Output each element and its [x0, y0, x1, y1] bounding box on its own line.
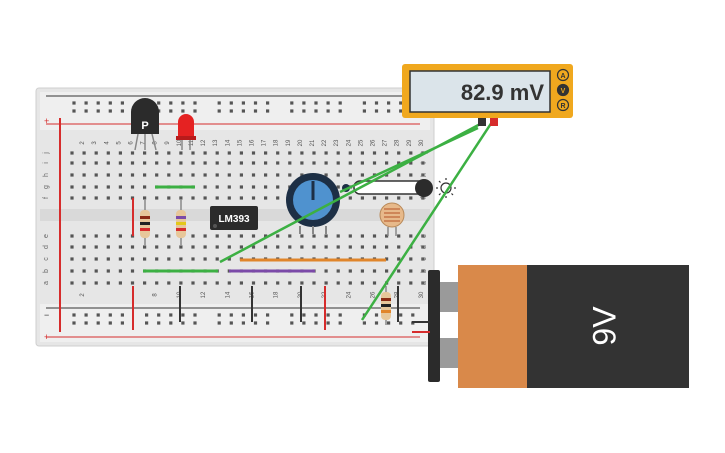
- multimeter[interactable]: 82.9 mV A V R: [402, 64, 573, 126]
- column-label-top: 30: [419, 139, 425, 146]
- column-label-top: 29: [407, 139, 413, 146]
- column-label-bottom: 30: [419, 291, 425, 298]
- resistor-2[interactable]: [176, 200, 186, 245]
- pnp-transistor[interactable]: P: [131, 98, 159, 151]
- meter-mode-a-button[interactable]: A: [556, 68, 570, 82]
- row-label: b: [43, 269, 50, 273]
- potentiometer[interactable]: [286, 173, 340, 234]
- meter-reading: 82.9 mV: [461, 80, 544, 105]
- row-label: h: [43, 173, 50, 177]
- lm393-chip[interactable]: LM393: [210, 206, 258, 230]
- rail-plus-label-bottom: +: [44, 332, 49, 342]
- row-label: d: [421, 245, 428, 249]
- column-label-top: 8: [153, 141, 159, 145]
- column-label-bottom: 24: [346, 291, 352, 298]
- column-label-top: 26: [371, 139, 377, 146]
- column-label-top: 5: [116, 141, 122, 145]
- column-label-top: 15: [237, 139, 243, 146]
- row-label: j: [43, 152, 50, 155]
- row-label: c: [43, 257, 50, 261]
- column-label-top: 22: [322, 139, 328, 146]
- column-label-top: 2: [80, 141, 86, 145]
- meter-mode-label: V: [561, 88, 566, 95]
- meter-mode-v-button[interactable]: V: [556, 83, 570, 97]
- column-label-top: 3: [92, 141, 98, 145]
- row-label: e: [43, 234, 50, 238]
- column-label-top: 16: [250, 139, 256, 146]
- column-label-top: 28: [395, 139, 401, 146]
- column-label-top: 18: [274, 139, 280, 146]
- row-label: f: [421, 197, 428, 199]
- column-label-top: 20: [298, 139, 304, 146]
- column-label-bottom: 8: [153, 293, 159, 297]
- column-label-top: 24: [346, 139, 352, 146]
- breadboard-holes[interactable]: [70, 101, 425, 325]
- column-label-top: 14: [225, 139, 231, 146]
- column-label-top: 4: [104, 141, 110, 145]
- slider-handle[interactable]: [415, 179, 433, 197]
- column-label-top: 23: [334, 139, 340, 146]
- row-label: e: [421, 234, 428, 238]
- column-label-top: 9: [165, 141, 171, 145]
- column-label-top: 12: [201, 139, 207, 146]
- probe-black[interactable]: [478, 118, 486, 126]
- row-label: h: [421, 173, 428, 177]
- row-label: i: [43, 162, 50, 164]
- photoresistor[interactable]: [379, 202, 405, 236]
- transistor-label: P: [141, 120, 148, 132]
- column-label-top: 7: [141, 141, 147, 145]
- column-label-top: 11: [189, 139, 195, 146]
- column-label-bottom: 26: [371, 291, 377, 298]
- row-label: a: [43, 281, 50, 285]
- column-label-top: 6: [129, 141, 135, 145]
- row-label: d: [43, 245, 50, 249]
- red-led[interactable]: [176, 114, 196, 150]
- column-label-bottom: 14: [225, 291, 231, 298]
- column-label-bottom: 18: [274, 291, 280, 298]
- column-label-top: 19: [286, 139, 292, 146]
- probe-wire-3[interactable]: [339, 126, 479, 194]
- row-label: g: [43, 185, 50, 189]
- battery-label: 9V: [586, 306, 622, 346]
- probe-wire-2[interactable]: [360, 121, 494, 321]
- meter-mode-r-button[interactable]: R: [556, 98, 570, 112]
- light-slider[interactable]: [342, 178, 456, 198]
- column-label-bottom: 2: [80, 293, 86, 297]
- row-label: a: [421, 281, 428, 285]
- rail-minus-label: −: [44, 310, 49, 320]
- column-label-top: 25: [358, 139, 364, 146]
- column-label-top: 10: [177, 139, 183, 146]
- row-label: f: [43, 197, 50, 199]
- battery-9v[interactable]: 9V: [412, 265, 689, 388]
- column-label-top: 21: [310, 139, 316, 146]
- resistor-3[interactable]: [381, 286, 391, 325]
- row-label: c: [421, 257, 428, 261]
- row-label: b: [421, 269, 428, 273]
- ic-label: LM393: [218, 214, 250, 225]
- column-label-bottom: 12: [201, 291, 207, 298]
- rail-plus-label-top: +: [44, 116, 49, 126]
- row-label: i: [421, 162, 428, 164]
- probe-red[interactable]: [490, 118, 498, 126]
- column-label-top: 17: [262, 139, 268, 146]
- meter-mode-label: A: [560, 73, 565, 80]
- column-label-top: 13: [213, 139, 219, 146]
- meter-mode-label: R: [560, 103, 565, 110]
- column-label-top: 27: [383, 139, 389, 146]
- resistor-1[interactable]: [140, 200, 150, 245]
